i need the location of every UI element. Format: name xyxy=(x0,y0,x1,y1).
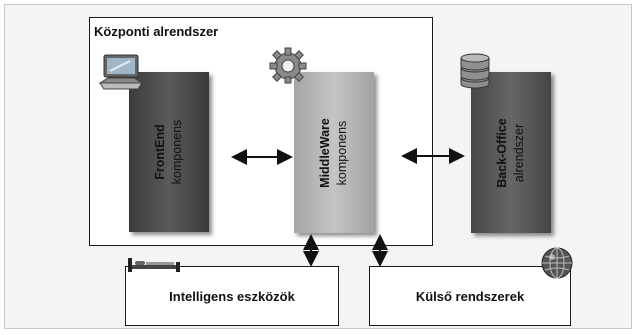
gear-icon xyxy=(269,47,307,84)
intelligent-devices-box: Intelligens eszközök xyxy=(125,266,339,326)
external-systems-label: Külső rendszerek xyxy=(415,288,525,304)
backoffice-component: Back-Office alrendszer xyxy=(471,72,551,233)
globe-icon xyxy=(541,247,573,279)
middleware-component: MiddleWare komponens xyxy=(294,72,374,233)
central-subsystem-title: Központi alrendszer xyxy=(94,24,219,39)
computer-icon xyxy=(98,54,144,90)
bed-device-icon xyxy=(128,258,180,272)
frontend-component: FrontEnd komponens xyxy=(129,72,209,232)
intelligent-devices-label: Intelligens eszközök xyxy=(169,288,295,304)
external-systems-box: Külső rendszerek xyxy=(369,266,571,326)
database-icon xyxy=(460,53,490,89)
